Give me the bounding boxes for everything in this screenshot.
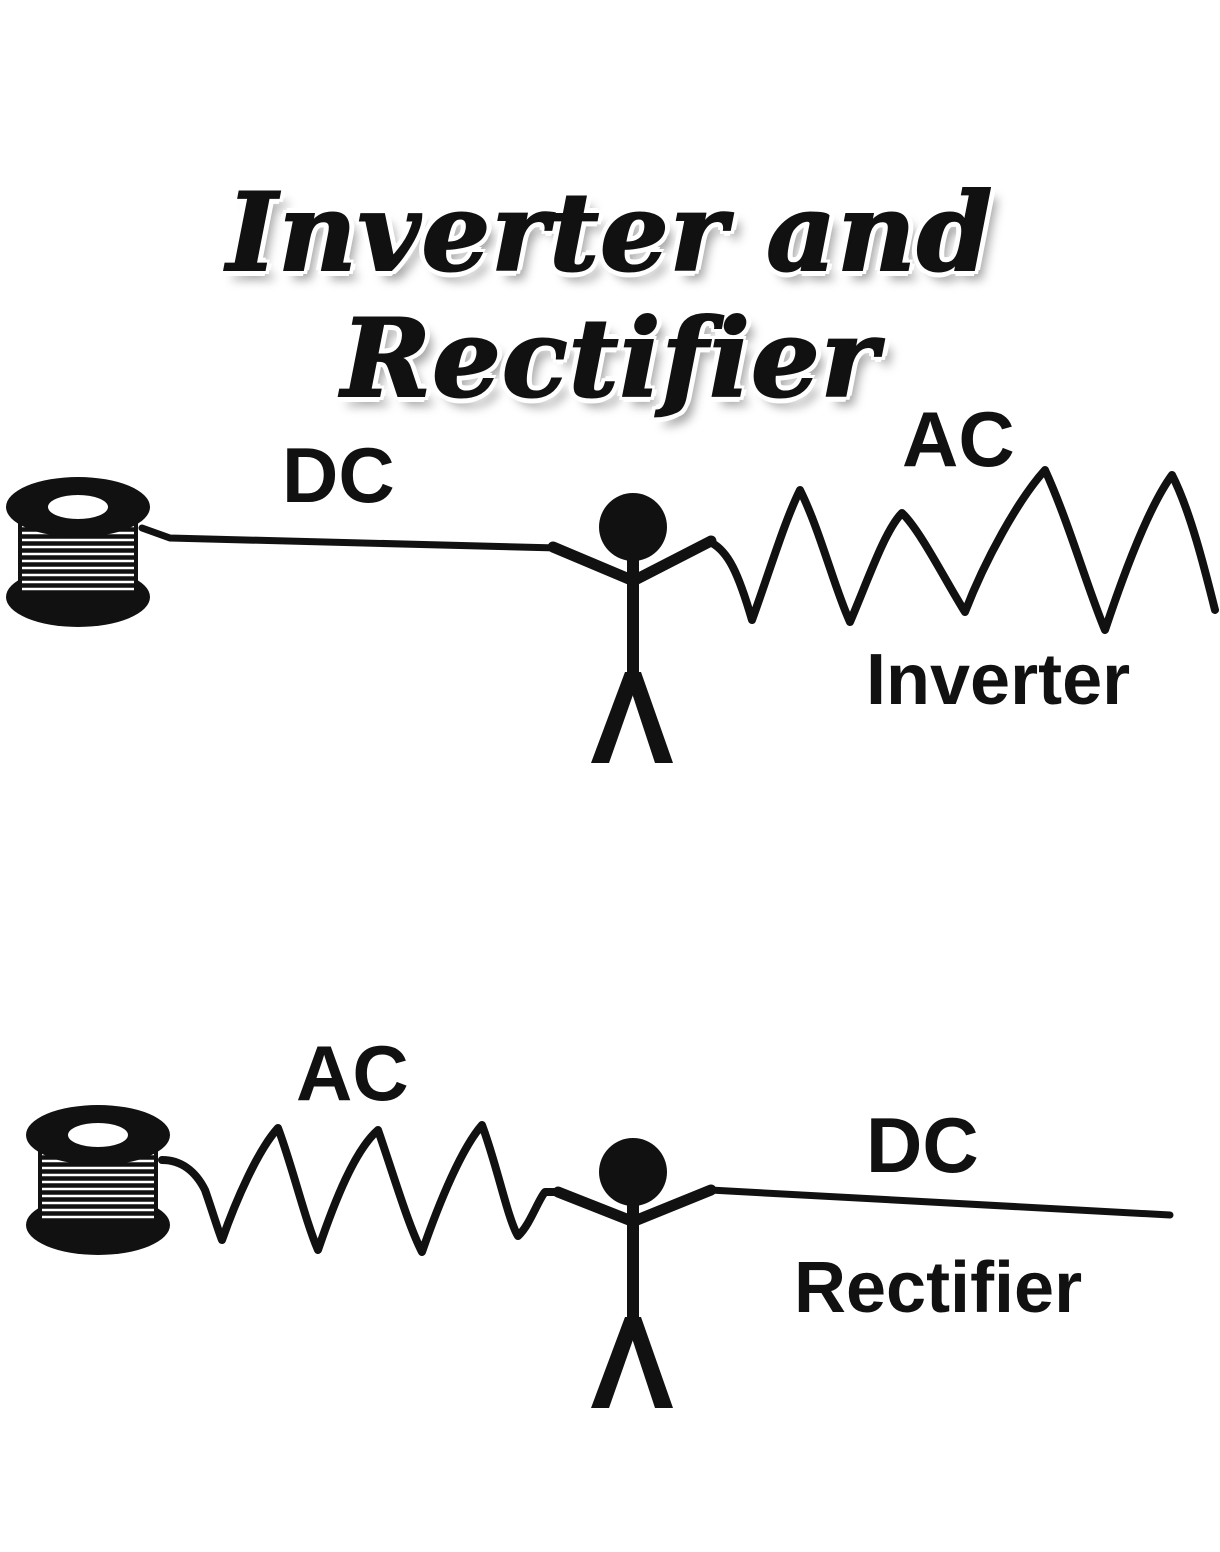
- stick-figure-icon: [547, 493, 717, 763]
- inverter-output-label: AC: [902, 395, 1015, 483]
- inverter-device-label: Inverter: [866, 640, 1131, 720]
- ac-wire: [158, 1121, 564, 1256]
- dc-wire: [706, 1186, 1174, 1219]
- rectifier-diagram: [24, 1103, 1174, 1408]
- figure-arms: [552, 1184, 717, 1226]
- inverter-input-label: DC: [282, 431, 395, 519]
- spool-icon: [4, 475, 152, 629]
- rectifier-device-label: Rectifier: [794, 1248, 1083, 1328]
- rectifier-input-label: AC: [296, 1029, 409, 1117]
- rectifier-output-label: DC: [866, 1101, 979, 1189]
- ac-wire: [708, 466, 1219, 634]
- figure-arms: [547, 535, 717, 585]
- stick-figure-icon: [552, 1138, 717, 1408]
- diagram-title: Inverter and Rectifier: [226, 169, 994, 423]
- spool-icon: [24, 1103, 172, 1257]
- inverter-diagram: [4, 466, 1219, 763]
- dc-wire: [138, 524, 562, 552]
